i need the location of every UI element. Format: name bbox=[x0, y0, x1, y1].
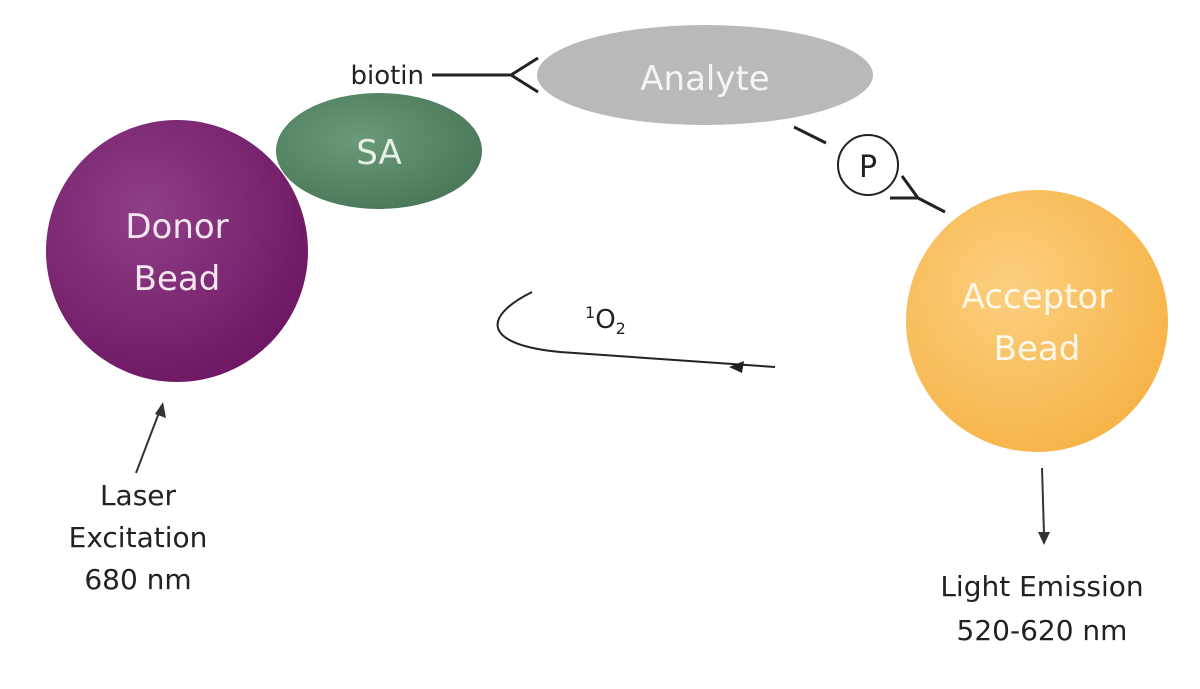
donor-bead: Donor Bead bbox=[46, 120, 308, 382]
acceptor-label-line1: Acceptor bbox=[962, 277, 1113, 317]
singlet-oxygen-label: 1O2 bbox=[585, 303, 626, 338]
singlet-oxygen-sub: 2 bbox=[616, 319, 626, 338]
acceptor-bead: Acceptor Bead bbox=[906, 190, 1168, 452]
singlet-oxygen-arrow bbox=[496, 291, 776, 373]
laser-arrow bbox=[135, 402, 166, 474]
emission-label-line1: Light Emission bbox=[940, 570, 1143, 603]
phospho-label: P bbox=[859, 150, 877, 185]
donor-label-line2: Bead bbox=[134, 259, 221, 299]
laser-label-line2: Excitation bbox=[69, 521, 208, 554]
sa-node: SA bbox=[276, 93, 482, 209]
laser-label-line1: Laser bbox=[100, 479, 177, 512]
biotin-label: biotin bbox=[350, 61, 424, 91]
laser-label-line3: 680 nm bbox=[84, 563, 191, 596]
analyte-node: Analyte bbox=[537, 25, 873, 125]
analyte-phospho-linker bbox=[793, 125, 827, 145]
emission-arrow bbox=[1038, 467, 1050, 545]
donor-label-line1: Donor bbox=[125, 207, 228, 247]
phospho-node: P bbox=[837, 134, 899, 196]
sa-label: SA bbox=[356, 133, 401, 173]
antibody-linker bbox=[890, 175, 946, 214]
analyte-label: Analyte bbox=[640, 59, 769, 99]
biotin-linker bbox=[432, 56, 539, 94]
singlet-oxygen-base: O bbox=[595, 305, 615, 335]
singlet-oxygen-sup: 1 bbox=[585, 303, 595, 322]
emission-label-line2: 520-620 nm bbox=[957, 614, 1128, 647]
acceptor-label-line2: Bead bbox=[994, 329, 1081, 369]
